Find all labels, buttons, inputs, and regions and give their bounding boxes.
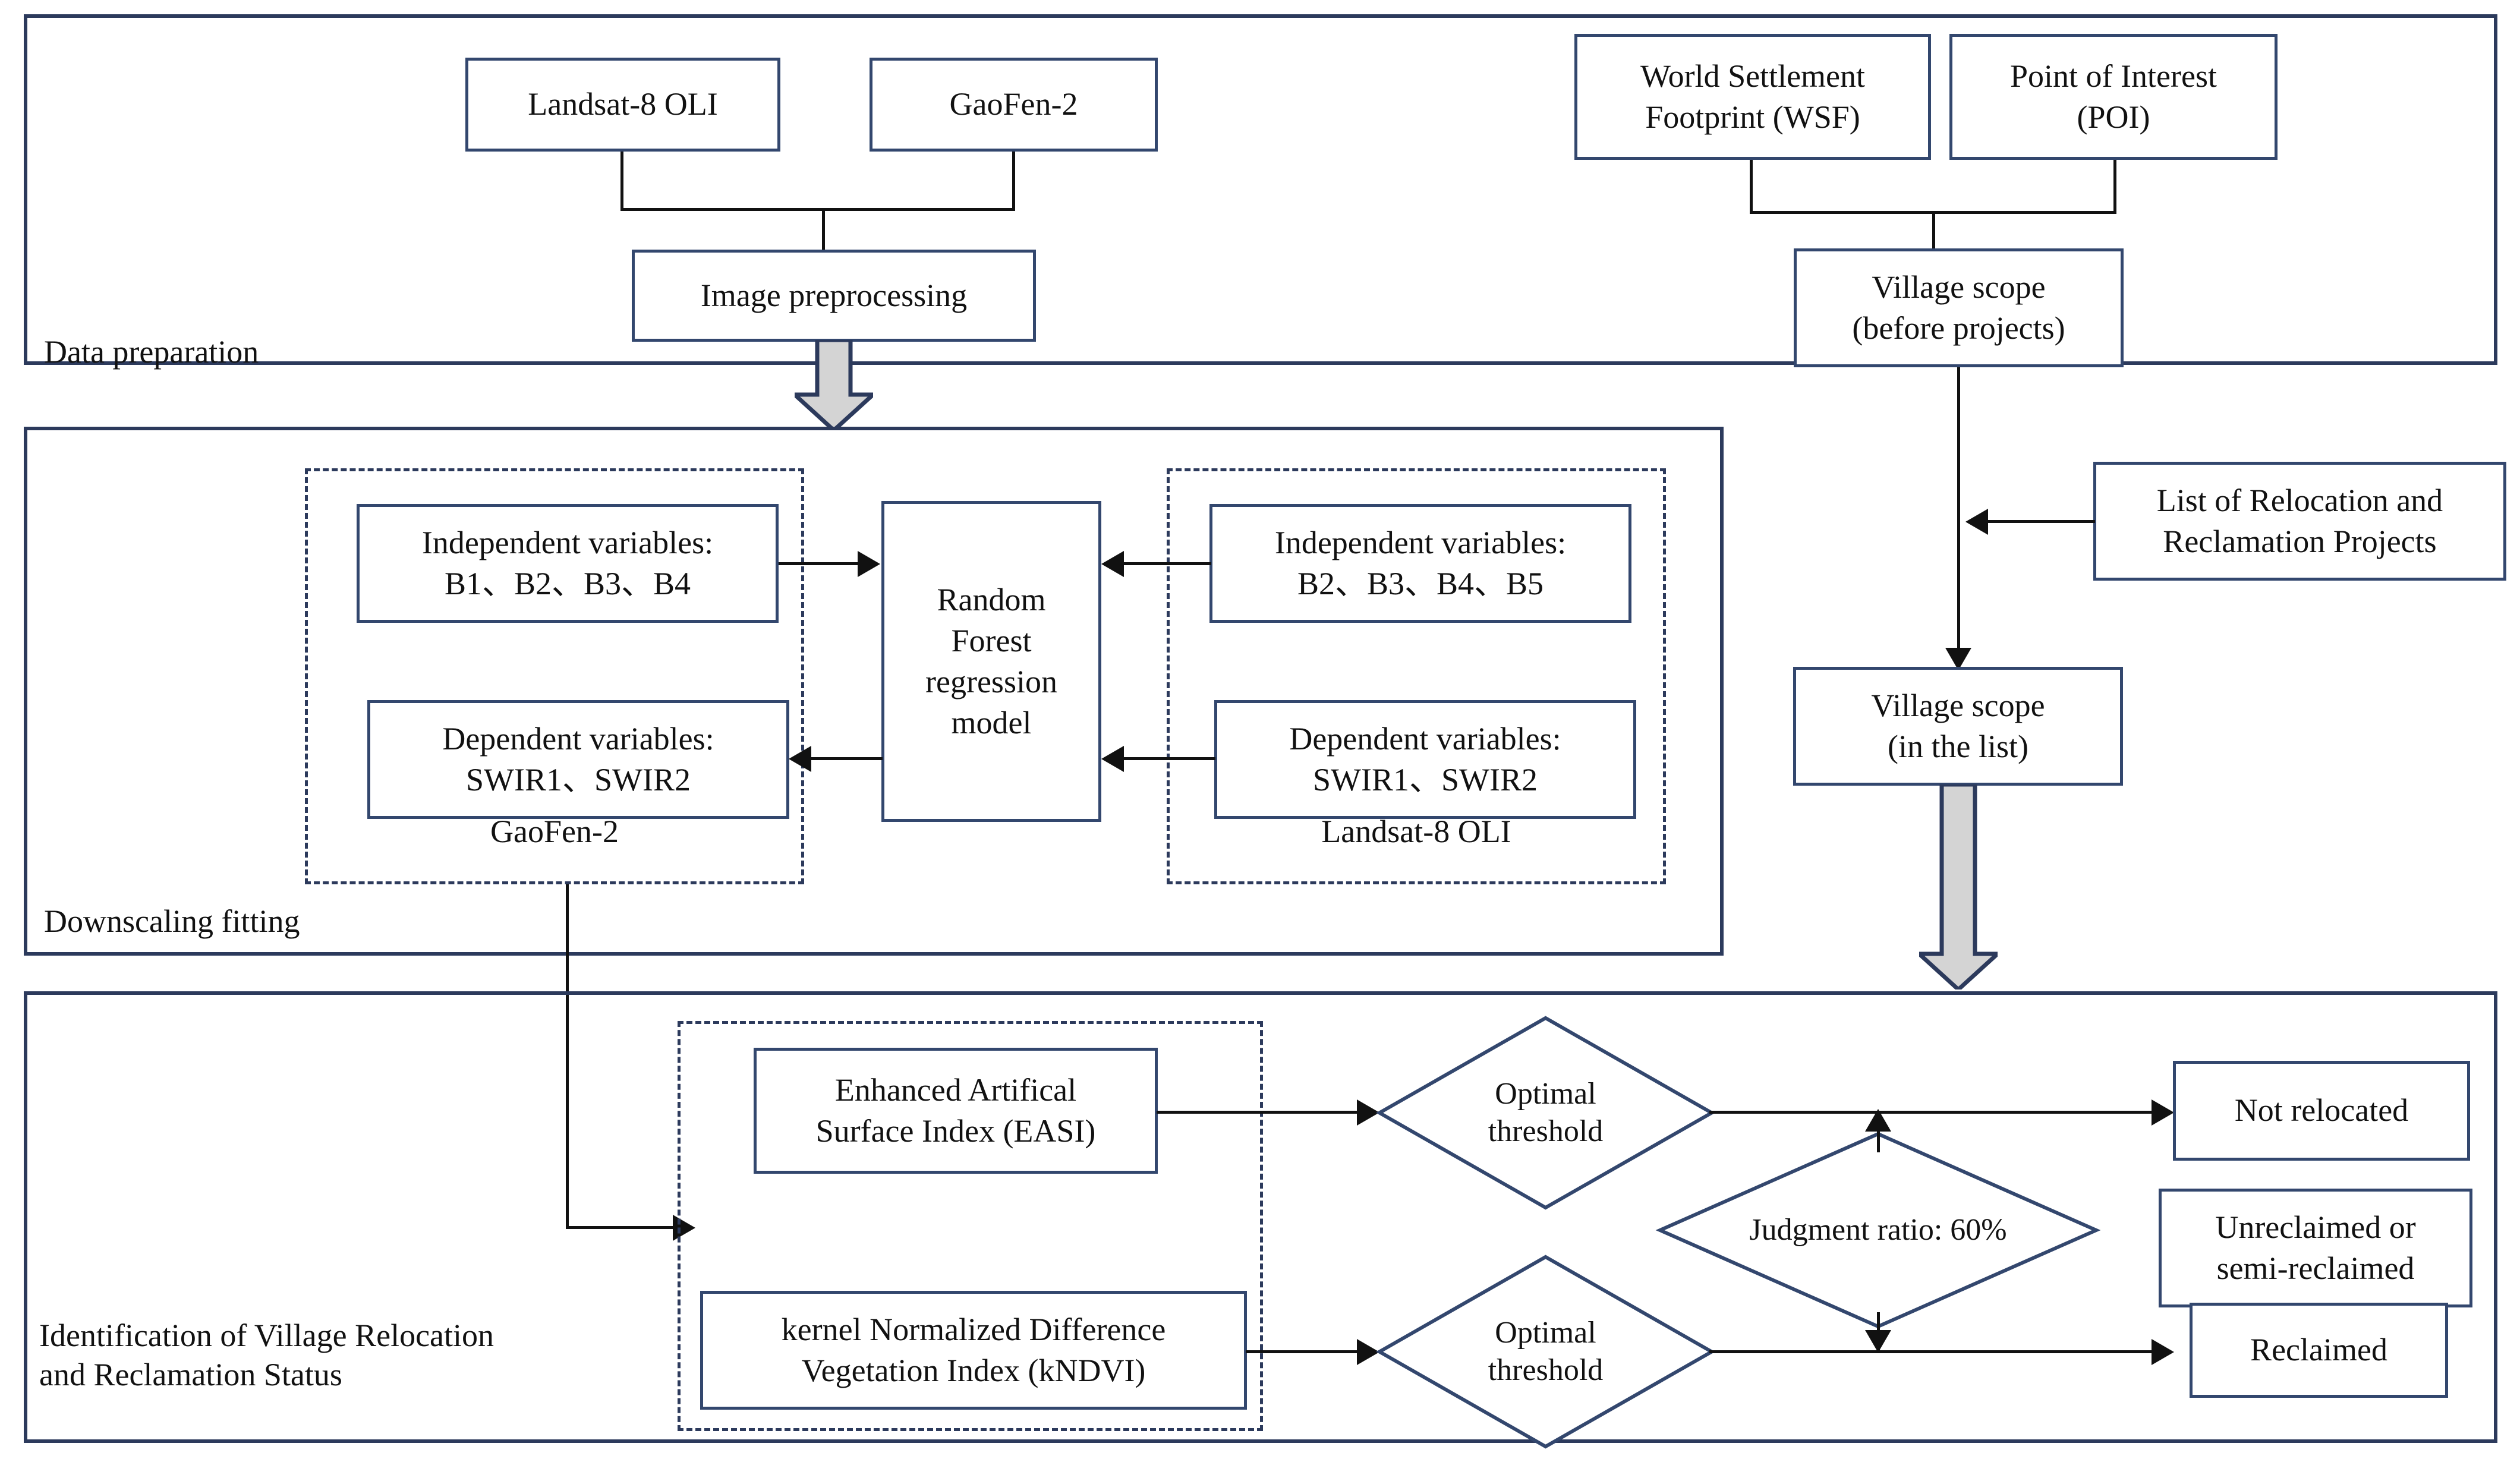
node-optimal-threshold-bottom[interactable]: Optimal threshold bbox=[1375, 1255, 1716, 1449]
arrowhead-kndvi-to-threshold-bottom bbox=[1357, 1339, 1379, 1365]
connector-l8indep-to-rf bbox=[1123, 562, 1211, 565]
connector-l8dep-to-rf bbox=[1123, 757, 1215, 760]
panel-label-identification: Identification of Village Relocation and… bbox=[39, 1318, 494, 1392]
block-arrow-village-to-identification bbox=[1919, 784, 1998, 990]
arrowhead-project-list-to-village bbox=[1965, 509, 1988, 535]
connector-kndvi-to-threshold-bottom bbox=[1246, 1350, 1359, 1353]
node-wsf-source[interactable]: World Settlement Footprint (WSF) bbox=[1574, 34, 1931, 160]
arrowhead-l8dep-to-rf bbox=[1101, 746, 1124, 772]
judgment-ratio-label: Judgment ratio: 60% bbox=[1749, 1212, 2007, 1247]
arrowhead-easi-to-threshold-top bbox=[1357, 1099, 1379, 1126]
connector-gf2group-right bbox=[566, 1226, 676, 1229]
connector-project-list-left bbox=[1988, 520, 2095, 523]
node-poi-source[interactable]: Point of Interest (POI) bbox=[1949, 34, 2278, 160]
group-spectral-indices bbox=[678, 1021, 1263, 1431]
connector-to-village-before bbox=[1932, 211, 1935, 251]
arrowhead-judgment-up bbox=[1865, 1109, 1891, 1132]
connector-merge-horizontal-left bbox=[620, 208, 1015, 211]
connector-village-before-down bbox=[1957, 367, 1960, 650]
arrowhead-judgment-down bbox=[1865, 1330, 1891, 1353]
node-village-scope-in-list[interactable]: Village scope (in the list) bbox=[1793, 667, 2123, 786]
node-project-list[interactable]: List of Relocation and Reclamation Proje… bbox=[2093, 462, 2506, 581]
connector-gaofen2-down bbox=[1012, 152, 1015, 208]
node-result-unreclaimed[interactable]: Unreclaimed or semi-reclaimed bbox=[2159, 1189, 2472, 1307]
connector-gf2group-down bbox=[566, 884, 569, 1229]
connector-to-preprocessing bbox=[822, 208, 825, 251]
panel-downscaling-fitting bbox=[24, 427, 1724, 956]
node-landsat8-source[interactable]: Landsat-8 OLI bbox=[465, 58, 780, 152]
arrowhead-to-village-in-list bbox=[1945, 648, 1971, 670]
arrowhead-gf2group-to-indices bbox=[673, 1215, 695, 1241]
connector-wsf-down bbox=[1750, 160, 1753, 211]
group-gaofen2 bbox=[305, 468, 804, 884]
connector-easi-to-threshold-top bbox=[1157, 1111, 1359, 1114]
group-landsat8 bbox=[1167, 468, 1666, 884]
node-random-forest-model[interactable]: Random Forest regression model bbox=[881, 501, 1101, 822]
connector-poi-down bbox=[2113, 160, 2116, 211]
panel-identification bbox=[24, 991, 2497, 1443]
node-image-preprocessing[interactable]: Image preprocessing bbox=[632, 250, 1036, 342]
node-judgment-ratio[interactable]: Judgment ratio: 60% bbox=[1655, 1132, 2101, 1329]
panel-label-data-preparation: Data preparation bbox=[44, 334, 259, 370]
node-result-not-relocated[interactable]: Not relocated bbox=[2173, 1061, 2470, 1161]
optimal-threshold-bottom-label: Optimal threshold bbox=[1488, 1316, 1604, 1387]
node-easi-index[interactable]: Enhanced Artifical Surface Index (EASI) bbox=[754, 1048, 1158, 1174]
arrowhead-to-reclaimed bbox=[2152, 1339, 2174, 1365]
connector-gf2indep-to-rf bbox=[779, 562, 859, 565]
panel-label-downscaling-fitting: Downscaling fitting bbox=[44, 903, 300, 939]
node-gaofen2-source[interactable]: GaoFen-2 bbox=[870, 58, 1158, 152]
connector-threshold-top-to-not-relocated bbox=[1709, 1111, 2155, 1114]
node-gaofen2-independent-variables[interactable]: Independent variables: B1、B2、B3、B4 bbox=[357, 504, 779, 623]
node-result-reclaimed[interactable]: Reclaimed bbox=[2190, 1303, 2448, 1398]
node-landsat8-dependent-variables[interactable]: Dependent variables: SWIR1、SWIR2 bbox=[1214, 700, 1636, 819]
arrowhead-rf-to-gf2dep bbox=[789, 746, 811, 772]
connector-judgment-up bbox=[1877, 1111, 1880, 1152]
node-landsat8-independent-variables[interactable]: Independent variables: B2、B3、B4、B5 bbox=[1209, 504, 1631, 623]
node-kndvi-index[interactable]: kernel Normalized Difference Vegetation … bbox=[700, 1291, 1247, 1410]
panel-data-preparation bbox=[24, 14, 2497, 365]
connector-rf-to-gf2dep bbox=[811, 757, 883, 760]
group-label-landsat8: Landsat-8 OLI bbox=[1321, 814, 1511, 849]
group-label-gaofen2: GaoFen-2 bbox=[490, 814, 619, 849]
node-gaofen2-dependent-variables[interactable]: Dependent variables: SWIR1、SWIR2 bbox=[367, 700, 789, 819]
arrowhead-l8indep-to-rf bbox=[1101, 551, 1124, 577]
connector-threshold-bottom-to-reclaimed bbox=[1709, 1350, 2155, 1353]
node-optimal-threshold-top[interactable]: Optimal threshold bbox=[1375, 1016, 1716, 1210]
node-village-scope-before[interactable]: Village scope (before projects) bbox=[1794, 248, 2124, 367]
connector-landsat8-down bbox=[620, 152, 623, 208]
block-arrow-preprocessing-to-downscaling bbox=[795, 340, 873, 430]
optimal-threshold-top-label: Optimal threshold bbox=[1488, 1077, 1604, 1148]
arrowhead-to-not-relocated bbox=[2152, 1099, 2174, 1126]
arrowhead-gf2indep-to-rf bbox=[858, 551, 880, 577]
